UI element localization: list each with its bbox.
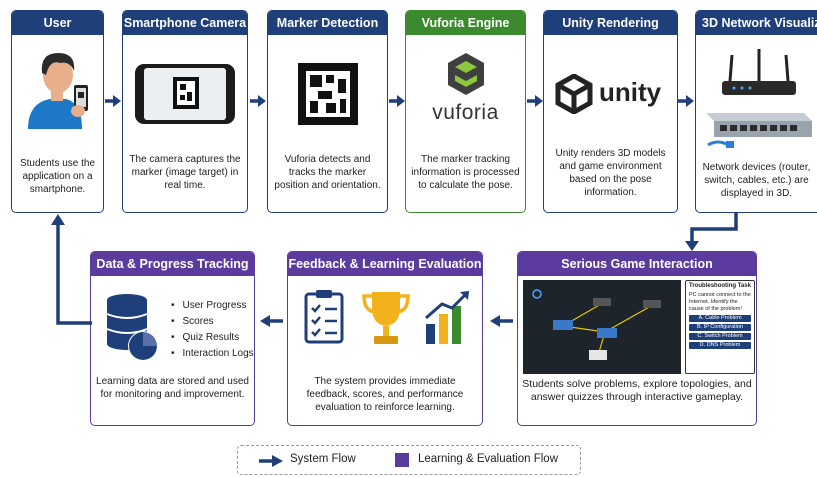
- card-game-title: Serious Game Interaction: [518, 252, 756, 276]
- arrow-user-camera: [105, 95, 121, 107]
- card-marker-desc: Vuforia detects and tracks the marker po…: [274, 154, 381, 191]
- game-scene-icon: [523, 280, 681, 374]
- pie-chart-icon: [129, 332, 157, 360]
- arrow-camera-marker: [250, 95, 266, 107]
- card-feedback-desc: The system provides immediate feedback, …: [306, 376, 464, 413]
- learning-flow-swatch-icon: [395, 453, 409, 467]
- database-icon: [106, 294, 158, 361]
- task-option-c[interactable]: C. Switch Problem: [689, 333, 751, 340]
- smartphone-camera-icon: [135, 64, 235, 124]
- arrow-feedback-data: [260, 315, 283, 327]
- card-vuforia-engine: Vuforia Engine vuforia The marker tracki…: [405, 10, 526, 213]
- arrow-unity-visualization: [678, 95, 694, 107]
- task-option-b[interactable]: B. IP Configuration: [689, 324, 751, 331]
- user-phone-icon: [28, 53, 88, 129]
- card-data-desc: Learning data are stored and used for mo…: [96, 376, 249, 400]
- card-visualization-title: 3D Network Visualization: [696, 11, 817, 35]
- trophy-icon: [362, 292, 410, 344]
- bullet-interaction-logs: Interaction Logs: [171, 346, 254, 362]
- task-question: PC cannot connect to the Internet. Ident…: [689, 292, 751, 312]
- unity-logo-text: unity: [599, 77, 662, 107]
- task-option-a[interactable]: A. Cable Problem: [689, 315, 751, 322]
- arrow-data-user: [51, 214, 92, 325]
- router-switch-icon: [706, 49, 812, 148]
- card-unity-rendering: Unity Rendering unity Unity renders 3D m…: [543, 10, 678, 213]
- bullet-scores: Scores: [171, 314, 254, 330]
- qr-marker-icon: [298, 63, 358, 125]
- legend: System Flow Learning & Evaluation Flow: [237, 445, 581, 475]
- card-user-desc: Students use the application on a smartp…: [19, 158, 96, 195]
- card-game-desc: Students solve problems, explore topolog…: [522, 378, 752, 403]
- card-data-title: Data & Progress Tracking: [91, 252, 254, 276]
- card-unity-desc: Unity renders 3D models and game environ…: [555, 148, 666, 198]
- game-screenshot: Troubleshooting Task PC cannot connect t…: [523, 278, 755, 376]
- troubleshooting-task-panel: Troubleshooting Task PC cannot connect t…: [685, 280, 755, 374]
- card-vuforia-desc: The marker tracking information is proce…: [411, 154, 520, 191]
- card-3d-network-visualization: 3D Network Visualization Network devices…: [695, 10, 817, 213]
- card-vuforia-title: Vuforia Engine: [406, 11, 525, 35]
- unity-logo-icon: [555, 74, 593, 114]
- card-serious-game: Serious Game Interaction Troubleshooting…: [517, 251, 757, 426]
- bullet-user-progress: User Progress: [171, 298, 254, 314]
- data-bullet-list: User Progress Scores Quiz Results Intera…: [171, 298, 254, 362]
- card-unity-title: Unity Rendering: [544, 11, 677, 35]
- vuforia-logo-text: vuforia: [432, 101, 499, 124]
- bar-chart-icon: [425, 290, 470, 344]
- card-marker-detection: Marker Detection Vuforia detects and tra…: [267, 10, 388, 213]
- vuforia-logo-icon: [448, 53, 484, 95]
- legend-learning-flow: Learning & Evaluation Flow: [418, 453, 558, 465]
- clipboard-icon: [304, 290, 344, 344]
- arrow-marker-vuforia: [389, 95, 405, 107]
- card-visualization-desc: Network devices (router, switch, cables,…: [702, 162, 811, 199]
- legend-system-flow: System Flow: [290, 453, 356, 465]
- bullet-quiz-results: Quiz Results: [171, 330, 254, 346]
- task-title: Troubleshooting Task: [689, 283, 751, 289]
- task-option-d[interactable]: D. DNS Problem: [689, 342, 751, 349]
- card-feedback-evaluation: Feedback & Learning Evaluation The syste…: [287, 251, 483, 426]
- card-user: User Students use the application on a s…: [11, 10, 104, 213]
- card-camera-desc: The camera captures the marker (image ta…: [129, 154, 241, 191]
- card-data-progress: Data & Progress Tracking User Progress S…: [90, 251, 255, 426]
- arrow-vuforia-unity: [527, 95, 543, 107]
- arrow-visualization-game: [685, 213, 738, 251]
- system-flow-arrow-icon: [259, 455, 283, 467]
- card-camera-title: Smartphone Camera: [123, 11, 247, 35]
- arrow-game-feedback: [490, 315, 513, 327]
- card-marker-title: Marker Detection: [268, 11, 387, 35]
- card-smartphone-camera: Smartphone Camera The camera captures th…: [122, 10, 248, 213]
- card-feedback-title: Feedback & Learning Evaluation: [288, 252, 482, 276]
- card-user-title: User: [12, 11, 103, 35]
